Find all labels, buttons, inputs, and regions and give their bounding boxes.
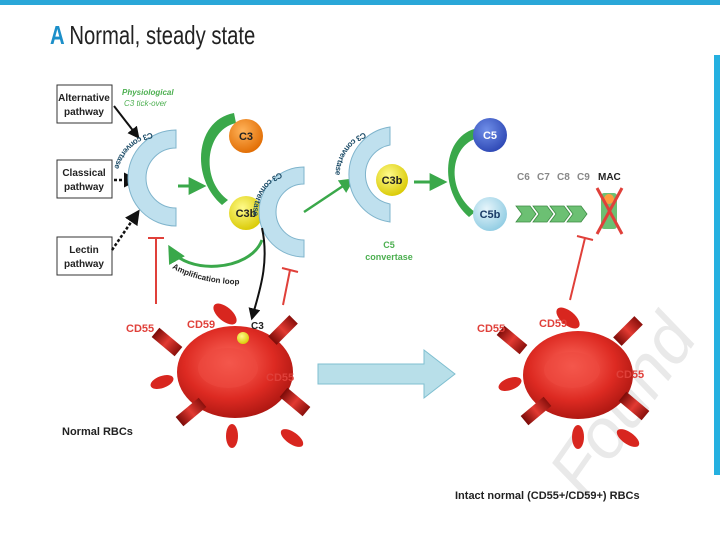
amplification-arrow — [168, 239, 264, 268]
left-rbc-group — [150, 303, 311, 448]
cd59-molecule — [556, 307, 580, 329]
cd55-inhibit-c3conv-1 — [148, 237, 164, 304]
c3-cleavage-arrow — [200, 113, 236, 205]
arrow-to-c5-convertase — [303, 178, 355, 214]
c5b-label: C5b — [480, 209, 501, 221]
cd59-molecule — [280, 429, 304, 447]
c5-convertase-line2: convertase — [365, 252, 413, 262]
c5-label: C5 — [483, 130, 497, 142]
c5-cleavage-arrow — [448, 128, 478, 217]
pathway-lec-line2: pathway — [64, 259, 104, 270]
right-rbc-caption: Intact normal (CD55+/CD59+) RBCs — [455, 490, 640, 502]
cd59-molecule — [616, 429, 640, 447]
pathway-classical: Classical pathway — [56, 159, 113, 199]
cd55-inhibit-c3conv-2 — [281, 267, 299, 306]
left-rbc-caption: Normal RBCs — [62, 426, 133, 438]
right-cd55-label: CD55 — [477, 323, 505, 335]
mac-label: MAC — [598, 172, 621, 183]
left-cd55-label-b: CD55 — [266, 372, 294, 384]
transition-arrow — [317, 348, 456, 400]
pathway-alternative: Alternative pathway — [56, 84, 113, 124]
right-rbc-group — [496, 307, 650, 449]
left-cd59-label: CD59 — [187, 319, 215, 331]
deposited-c3-dot — [237, 332, 249, 344]
cd59-molecule — [150, 375, 174, 389]
inhibition-lines — [148, 235, 594, 306]
cd59-inhibit-mac — [569, 235, 594, 301]
c3-convertase-1: C3 convertase — [112, 129, 177, 227]
cd55-molecule — [268, 315, 298, 345]
c5b-circle — [473, 197, 507, 231]
c3b-deposit-arrow — [248, 227, 266, 321]
alt-arrow — [113, 105, 140, 139]
c8-label: C8 — [557, 172, 570, 183]
cd55-molecule — [279, 387, 311, 417]
panel-title: Normal, steady state — [69, 20, 256, 50]
c9-label: C9 — [577, 172, 590, 183]
c7-label: C7 — [537, 172, 550, 183]
pathway-cls-line1: Classical — [62, 168, 106, 179]
cd55-molecule — [151, 327, 183, 357]
c3b-on-c5-label: C3b — [382, 175, 403, 187]
c3-label: C3 — [239, 131, 253, 143]
c3-circle — [229, 119, 263, 153]
right-cd55-label-b: CD55 — [616, 369, 644, 381]
cd55-molecule — [496, 325, 528, 355]
panel-letter: A — [50, 20, 65, 50]
pathway-alt-line1: Alternative — [58, 93, 110, 104]
mac-blocked — [595, 187, 624, 235]
c3b-circle — [229, 196, 263, 230]
cd59-molecule — [226, 424, 238, 448]
terminal-chevrons — [515, 205, 588, 223]
left-cd55-label-a: CD55 — [126, 323, 154, 335]
cd55-molecule — [613, 316, 643, 346]
cd55-molecule — [618, 391, 650, 421]
c5-circle — [473, 118, 507, 152]
tickover-line2: C3 tick-over — [124, 99, 167, 108]
c6-label: C6 — [517, 172, 530, 183]
lectin-arrow — [110, 209, 140, 251]
c5-convertase-line1: C5 — [383, 240, 395, 250]
cd55-molecule — [520, 396, 552, 426]
top-accent-bar — [0, 0, 720, 5]
pathway-cls-line2: pathway — [64, 182, 104, 193]
cd59-molecule — [213, 303, 237, 325]
right-accent-bar — [714, 55, 720, 475]
c5-convertase: C3 convertase C3b — [333, 126, 408, 223]
right-cd59-label: CD59 — [539, 318, 567, 330]
cd55-molecule — [175, 397, 207, 427]
pathway-alt-line2: pathway — [64, 107, 104, 118]
pathway-lectin: Lectin pathway — [56, 236, 113, 276]
tickover-line1: Physiological — [122, 88, 174, 97]
pathway-lec-line1: Lectin — [69, 245, 98, 256]
c3b-on-c5-circle — [376, 164, 408, 196]
cd59-molecule — [572, 425, 584, 449]
cd59-molecule — [498, 377, 522, 391]
c3b-label: C3b — [236, 208, 257, 220]
left-c3-label: C3 — [251, 321, 264, 332]
